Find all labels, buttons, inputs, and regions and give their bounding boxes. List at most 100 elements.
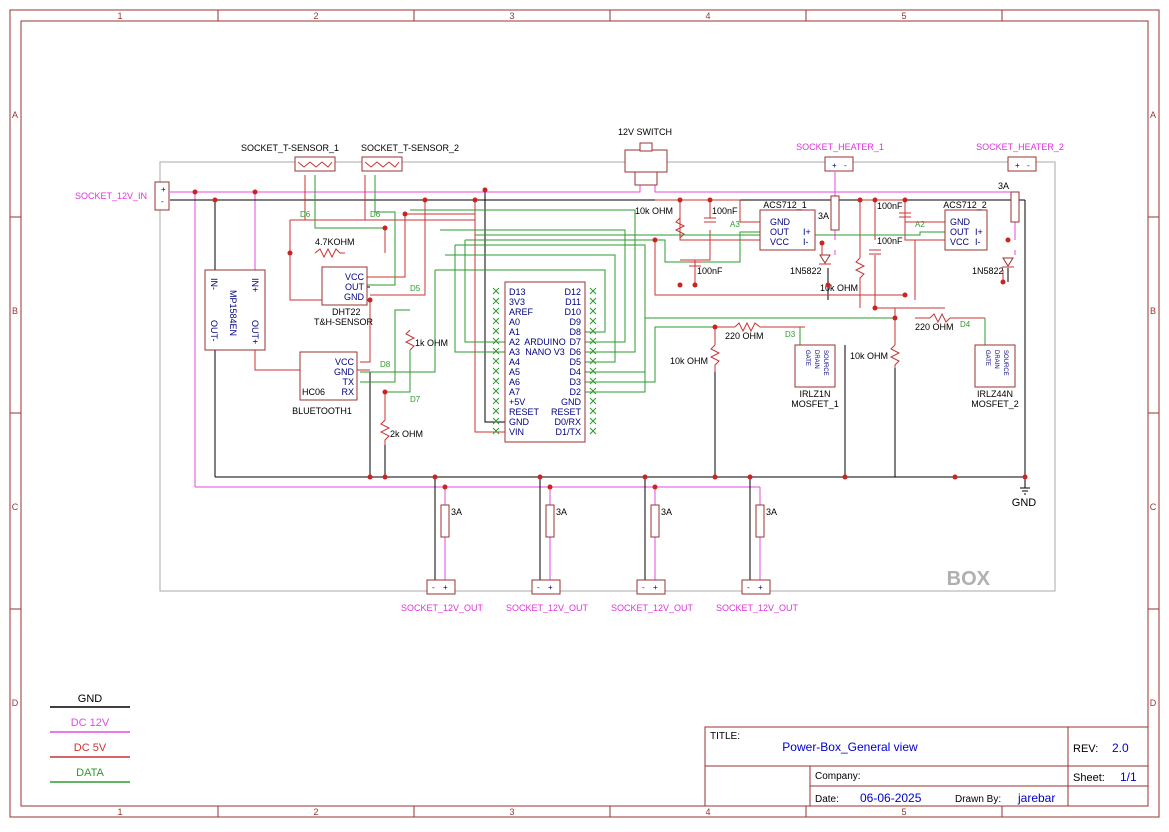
resistor-220-b: [929, 312, 951, 324]
mp-in-minus: IN-: [209, 278, 219, 290]
sheet-value: 1/1: [1120, 770, 1137, 784]
title-value: Power-Box_General view: [782, 740, 918, 754]
no-connect-mark: [589, 407, 597, 415]
socket-out-1-label: SOCKET_12V_OUT: [401, 603, 484, 613]
dht-pin-vcc: VCC: [345, 272, 365, 282]
no-connect-mark: [589, 387, 597, 395]
resistor-2k: [379, 419, 391, 445]
col-label-1: 1: [117, 11, 122, 21]
arduino-pin-right: D5: [569, 357, 581, 367]
switch-label: 12V SWITCH: [618, 127, 672, 137]
mosfet2-drain: DRAIN: [993, 350, 999, 369]
resistor-10k-b: [709, 344, 721, 372]
arduino-pin-right: D6: [569, 347, 581, 357]
arduino-pin-left: A2: [509, 337, 520, 347]
fuse-heater-2-label: 3A: [998, 181, 1009, 191]
no-connect-mark: [589, 367, 597, 375]
acs2-pin-out: OUT: [950, 227, 970, 237]
no-connect-mark: [492, 297, 500, 305]
fuse-out-1: [440, 504, 450, 538]
legend-12v-label: DC 12V: [71, 717, 110, 729]
arduino-pin-left: A4: [509, 357, 520, 367]
title-label: TITLE:: [710, 731, 740, 742]
power-switch: 12V SWITCH: [618, 127, 672, 186]
arduino-pin-right: D3: [569, 377, 581, 387]
no-connect-mark: [492, 317, 500, 325]
net-d5: D5: [410, 284, 421, 293]
title-block: TITLE: Power-Box_General view REV: 2.0 C…: [704, 726, 1149, 807]
arduino-pin-left: A6: [509, 377, 520, 387]
resistors: [314, 217, 951, 445]
socket-12v-in-label: SOCKET_12V_IN: [75, 191, 147, 201]
col-label-3: 3: [509, 11, 514, 21]
acs1-pin-out: OUT: [770, 227, 790, 237]
col-label-2: 2: [313, 11, 318, 21]
no-connect-mark: [589, 317, 597, 325]
dht-pin-out: OUT: [345, 282, 365, 292]
svg-text:+: +: [548, 583, 553, 592]
diode-1: 1N5822: [790, 254, 831, 276]
arduino-name: ARDUINO: [524, 337, 566, 347]
no-connect-mark: [589, 297, 597, 305]
row-label-d: D: [12, 698, 19, 708]
r-2k-label: 2k OHM: [390, 429, 423, 439]
col-label-2-bottom: 2: [313, 807, 318, 817]
arduino-pin-right: D10: [564, 307, 581, 317]
socket-t-sensor-1: SOCKET_T-SENSOR_1: [241, 143, 339, 172]
arduino-pin-right: D4: [569, 367, 581, 377]
acs1-name: ACS712_1: [763, 200, 807, 210]
svg-text:-: -: [432, 583, 435, 592]
mosfet1-name: MOSFET_1: [791, 399, 839, 409]
hc06-pin-rx: RX: [341, 387, 354, 397]
hc06-pin-tx: TX: [342, 377, 354, 387]
rev-value: 2.0: [1112, 741, 1129, 755]
no-connect-mark: [589, 397, 597, 405]
row-label-a: A: [12, 110, 18, 120]
net-d4: D4: [960, 320, 971, 329]
arduino-pin-right: GND: [561, 397, 582, 407]
col-label-5-bottom: 5: [901, 807, 906, 817]
net-labels: D6 D6 D5 D8 D7 A3 A2 D3 D4: [300, 210, 971, 404]
arduino-pin-left: AREF: [509, 307, 534, 317]
capacitor-labels: 100nF 100nF 100nF 100nF: [697, 201, 903, 276]
svg-text:+: +: [161, 185, 166, 194]
arduino-pin-left: A0: [509, 317, 520, 327]
svg-text:-: -: [537, 583, 540, 592]
row-label-c-right: C: [1150, 502, 1157, 512]
no-connect-mark: [492, 417, 500, 425]
mosfet1-source: SOURCE: [822, 350, 828, 376]
socket-out-3-label: SOCKET_12V_OUT: [611, 603, 694, 613]
hc06-name: HC06: [302, 387, 325, 397]
arduino-pin-left: A3: [509, 347, 520, 357]
diode-1-label: 1N5822: [790, 266, 822, 276]
mp-out-plus: OUT+: [250, 320, 260, 344]
socket-out-1: [426, 579, 456, 595]
acs1-pin-iminus: I-: [803, 237, 809, 247]
c-b-label: 100nF: [697, 266, 723, 276]
acs712-2: GND OUT VCC I+ I- ACS712_2: [943, 200, 988, 251]
acs2-pin-iminus: I-: [975, 237, 981, 247]
fuse-heater-1-label: 3A: [818, 211, 829, 221]
arduino-pin-right: D1/TX: [555, 427, 581, 437]
socket-out-2-label: SOCKET_12V_OUT: [506, 603, 589, 613]
r-220-a-label: 220 OHM: [725, 331, 764, 341]
acs2-pin-iplus: I+: [975, 227, 983, 237]
net-a3: A3: [730, 220, 740, 229]
sheet-label: Sheet:: [1073, 772, 1105, 784]
socket-t-sensor-1-label: SOCKET_T-SENSOR_1: [241, 143, 339, 153]
r-1k-label: 1k OHM: [415, 338, 448, 348]
fuse-out-3: [650, 504, 660, 538]
r-10k-b-label: 10k OHM: [670, 356, 708, 366]
mosfet1-gate: GATE: [804, 350, 810, 366]
mosfet2-part: IRLZ44N: [977, 389, 1013, 399]
junction-dots: [192, 187, 1028, 490]
no-connect-mark: [589, 337, 597, 345]
r-10k-d-label: 10k OHM: [850, 351, 888, 361]
no-connect-mark: [589, 287, 597, 295]
socket-out-3: [636, 579, 666, 595]
svg-text:-: -: [161, 197, 164, 206]
svg-text:+: +: [1015, 161, 1020, 170]
resistor-10k-d: [889, 344, 901, 368]
no-connect-mark: [492, 377, 500, 385]
mp-in-plus: IN+: [250, 278, 260, 292]
